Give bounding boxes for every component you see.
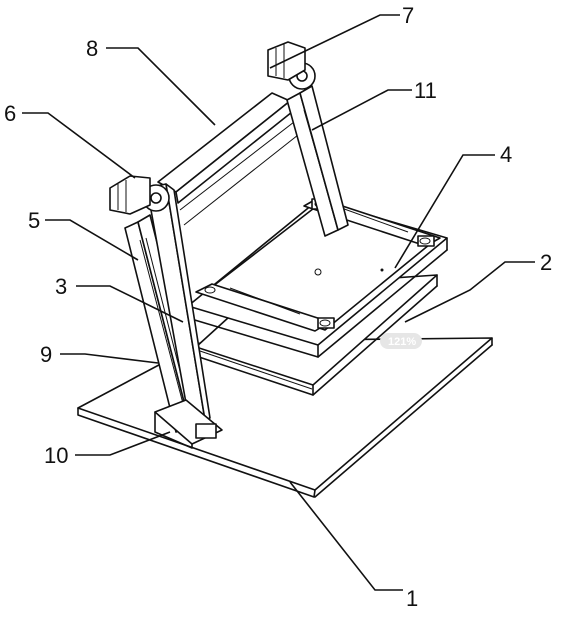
left-hinge-block	[109, 175, 151, 215]
label-3: 3	[55, 274, 67, 299]
label-6: 6	[4, 101, 16, 126]
label-11: 11	[414, 78, 437, 103]
label-4: 4	[500, 142, 512, 167]
leader-lines	[22, 14, 535, 591]
zoom-badge-text: 121%	[388, 336, 416, 348]
label-2: 2	[540, 250, 552, 275]
label-1: 1	[406, 586, 418, 611]
part-labels: 1 2 3 4 5 6 7 8 9 10 11	[4, 3, 552, 611]
base-block	[154, 399, 223, 449]
cross-member	[157, 92, 299, 226]
label-9: 9	[40, 342, 52, 367]
left-arm	[142, 183, 211, 426]
label-5: 5	[28, 208, 40, 233]
zoom-badge: 121%	[380, 333, 422, 349]
label-8: 8	[86, 36, 98, 61]
label-7: 7	[402, 3, 414, 28]
right-arm	[267, 41, 316, 90]
label-10: 10	[44, 443, 68, 468]
